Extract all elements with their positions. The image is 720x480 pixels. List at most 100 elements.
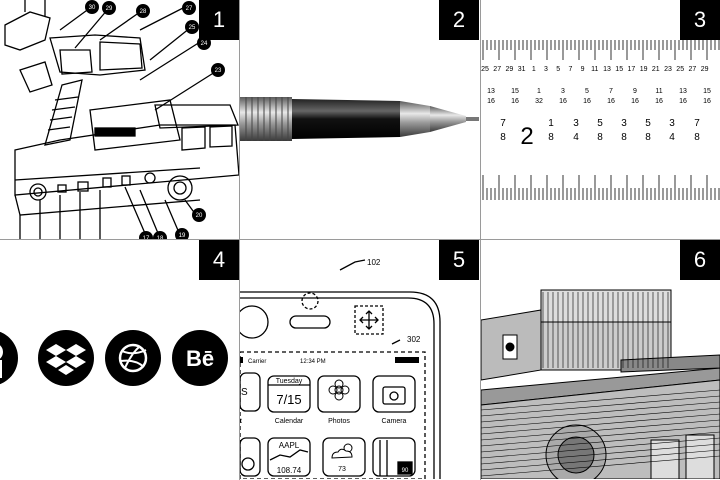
ruler-top-label: 13 — [603, 66, 611, 73]
hatch-line — [481, 443, 720, 465]
phone-drawing: 102 302 Carrier 12:34 PM Tuesday 7/15 Ca… — [240, 258, 441, 479]
dribbble-icon — [105, 330, 161, 386]
ruler-eighth-numerator: 5 — [597, 118, 603, 129]
ruler-top-label: 5 — [556, 66, 560, 73]
ruler-top-label: 29 — [506, 66, 514, 73]
engraving-hatching — [481, 292, 720, 477]
github-icon — [0, 331, 18, 385]
app-label-partial: t — [240, 418, 242, 425]
ruler-eighth-numerator: 5 — [645, 118, 651, 129]
ruler-eighth-denominator: 8 — [548, 132, 554, 143]
tile-number-badge: 3 — [680, 0, 720, 40]
ruler-fraction-numerator: 5 — [585, 88, 589, 95]
ruler-fraction-numerator: 9 — [633, 88, 637, 95]
ruler-top-label: 19 — [640, 66, 648, 73]
ruler-fraction-numerator: 15 — [703, 88, 711, 95]
ruler-fraction-numerator: 7 — [609, 88, 613, 95]
callout-25: 25 — [189, 25, 196, 31]
ruler-eighth-denominator: 4 — [573, 132, 579, 143]
pencil-drawing — [240, 97, 479, 141]
ruler-eighth-denominator: 8 — [500, 132, 506, 143]
callout-23: 23 — [215, 68, 222, 74]
tile-4-social-icons: Bē 4 — [0, 240, 239, 479]
ruler-fraction-denominator: 16 — [559, 98, 567, 105]
ruler-fraction-denominator: 32 — [535, 98, 543, 105]
callout-17: 17 — [143, 236, 150, 239]
app-label-photos: Photos — [328, 418, 350, 425]
callout-28: 28 — [140, 9, 147, 15]
hatch-line — [481, 389, 720, 411]
ruler-top-label: 1 — [532, 66, 536, 73]
app-glyph-partial: S — [241, 387, 248, 398]
tile-number-badge: 5 — [439, 240, 479, 280]
ruler-top-label: 21 — [652, 66, 660, 73]
tile-1-patent-vehicle: 30 29 28 27 25 24 23 20 19 18 17 1 — [0, 0, 239, 239]
hatch-line — [481, 455, 720, 477]
hatch-line — [481, 431, 720, 453]
callout-19: 19 — [179, 233, 186, 239]
stock-price: 108.74 — [277, 466, 302, 475]
hatch-line — [481, 395, 720, 417]
ruler-top-label: 25 — [676, 66, 684, 73]
ruler-fraction-denominator: 16 — [511, 98, 519, 105]
callout-30: 30 — [89, 5, 96, 11]
ruler-eighth-denominator: 4 — [669, 132, 675, 143]
tile-number-badge: 2 — [439, 0, 479, 40]
callout-24: 24 — [201, 41, 208, 47]
ruler-fraction-denominator: 16 — [583, 98, 591, 105]
ruler-eighth-denominator: 8 — [621, 132, 627, 143]
tile-number-badge: 1 — [199, 0, 239, 40]
ref-102: 102 — [367, 258, 381, 267]
ruler-fraction-numerator: 1 — [537, 88, 541, 95]
ref-302: 302 — [407, 335, 421, 344]
ruler-fraction-numerator: 3 — [561, 88, 565, 95]
ruler-fraction-numerator: 11 — [655, 88, 662, 95]
ruler-eighth-numerator: 3 — [573, 118, 579, 129]
ruler-top-label: 11 — [591, 66, 598, 73]
ruler-eighth-numerator: 7 — [500, 118, 506, 129]
ruler-top-label: 23 — [664, 66, 672, 73]
ruler-fraction-numerator: 15 — [511, 88, 519, 95]
tile-number-badge: 6 — [680, 240, 720, 280]
calendar-day: Tuesday — [276, 378, 303, 385]
status-carrier: Carrier — [248, 359, 266, 365]
grid-divider-v2 — [480, 0, 481, 480]
ruler-fraction-numerator: 13 — [679, 88, 687, 95]
ruler-fraction-denominator: 16 — [655, 98, 663, 105]
dropbox-icon — [38, 330, 94, 386]
ruler-eighth-denominator: 8 — [597, 132, 603, 143]
ruler-fraction-denominator: 16 — [487, 98, 495, 105]
status-time: 12:34 PM — [300, 359, 326, 365]
hatch-line — [481, 407, 720, 429]
ruler-top-label: 29 — [701, 66, 709, 73]
ruler-top-label: 27 — [493, 66, 501, 73]
callout-27: 27 — [186, 6, 193, 12]
ruler-top-label: 9 — [581, 66, 585, 73]
ruler-top-label: 17 — [628, 66, 636, 73]
stock-symbol: AAPL — [279, 441, 300, 450]
calendar-date: 7/15 — [276, 392, 301, 407]
grid-divider-h — [0, 239, 720, 240]
ruler-eighth-denominator: 8 — [694, 132, 700, 143]
ruler-eighth-numerator: 3 — [669, 118, 675, 129]
ruler-top-label: 31 — [518, 66, 526, 73]
behance-icon: Bē — [172, 330, 228, 386]
app-label-camera: Camera — [382, 418, 407, 425]
tile-2-mechanical-pencil: 2 — [240, 0, 479, 239]
hatch-line — [481, 437, 720, 459]
behance-label: Bē — [186, 346, 214, 371]
ruler-fraction-denominator: 16 — [703, 98, 711, 105]
ruler-big-number: 2 — [520, 123, 533, 150]
hatch-line — [481, 419, 720, 441]
hatch-line — [481, 449, 720, 471]
grid-divider-v1 — [239, 0, 240, 480]
tile-5-phone-patent: 102 302 Carrier 12:34 PM Tuesday 7/15 Ca… — [240, 240, 479, 479]
ruler-fraction-denominator: 16 — [679, 98, 687, 105]
hatch-line — [481, 401, 720, 423]
tile-6-printing-press: 6 — [481, 240, 720, 479]
